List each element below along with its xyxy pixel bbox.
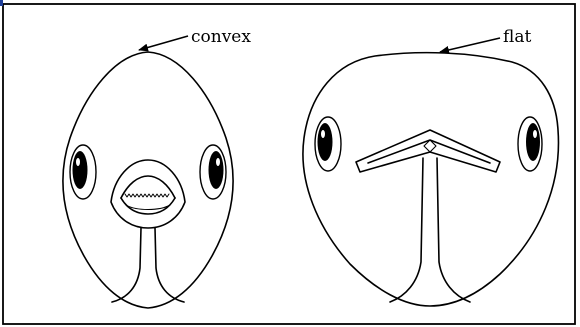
- flat-label: flat: [503, 27, 531, 47]
- convex-arrow: [139, 36, 188, 50]
- convex-left-eye-pupil: [73, 151, 88, 189]
- convex-label: convex: [191, 27, 251, 47]
- flat-head-outline: [303, 53, 559, 306]
- figure-border: [3, 4, 575, 324]
- convex-mouth-teeth: [125, 194, 169, 197]
- flat-arrow: [440, 38, 500, 52]
- flat-head-drawing: [303, 53, 559, 306]
- convex-head-outline: [63, 52, 233, 308]
- convex-throat-groove: [112, 228, 141, 302]
- flat-throat-groove: [390, 158, 423, 302]
- flat-left-eye-pupil: [318, 123, 333, 161]
- flat-right-eye-pupil: [526, 123, 540, 161]
- convex-head-drawing: [63, 52, 233, 308]
- convex-mouth-outer: [111, 160, 185, 228]
- corner-mark: [0, 0, 3, 6]
- flat-mouth-outer: [356, 130, 500, 172]
- convex-right-eye-pupil: [209, 151, 224, 189]
